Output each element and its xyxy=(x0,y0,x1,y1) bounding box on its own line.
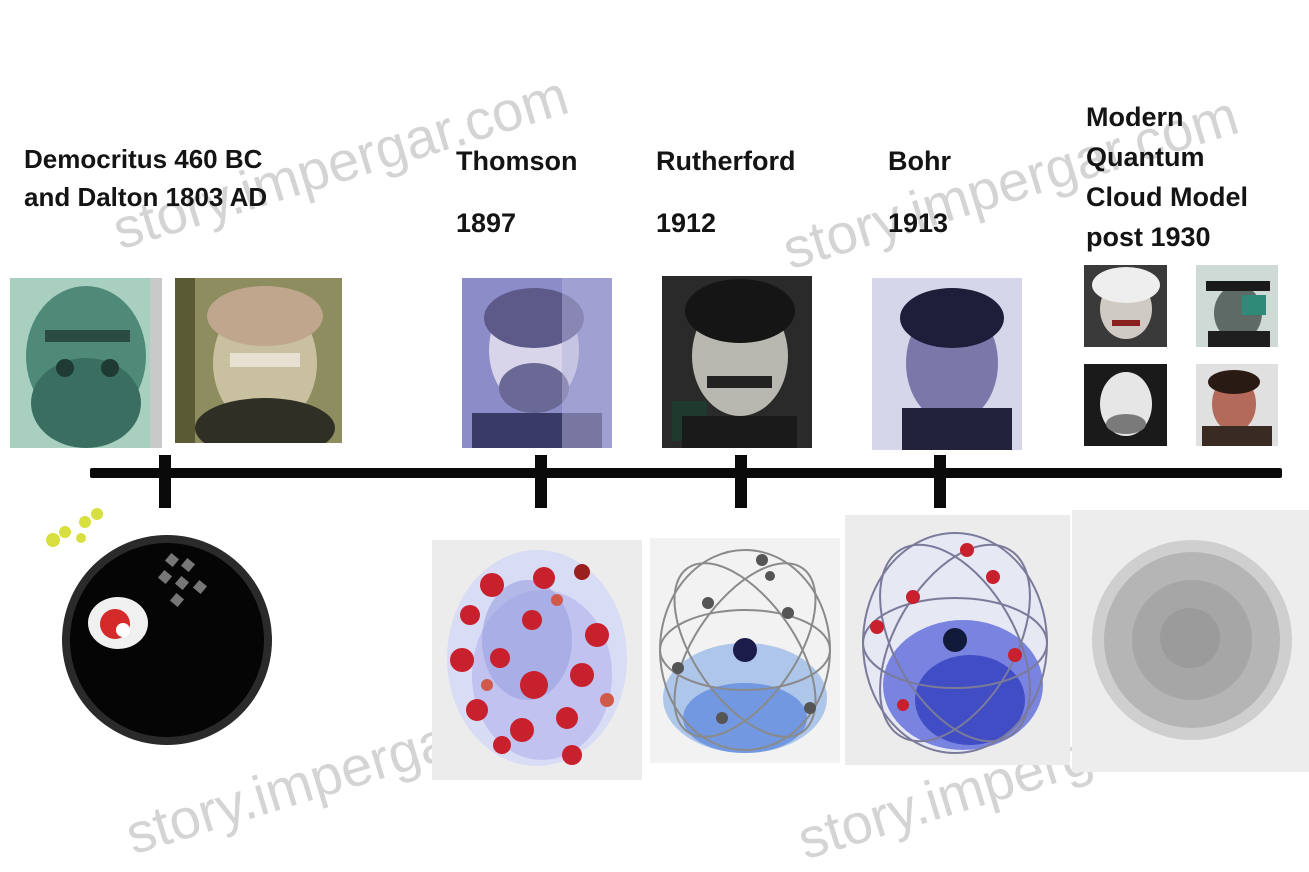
label-modern: Modern Quantum Cloud Model post 1930 xyxy=(1086,97,1248,257)
label-bohr: Bohr 1913 xyxy=(888,130,951,254)
label-rutherford: Rutherford 1912 xyxy=(656,130,795,254)
timeline-tick-bohr xyxy=(934,455,946,508)
label-democritus-dalton: Democritus 460 BC and Dalton 1803 AD xyxy=(24,140,267,216)
label-democritus-line1: Democritus 460 BC xyxy=(24,140,267,178)
timeline-axis xyxy=(90,468,1282,478)
label-modern-line4: post 1930 xyxy=(1086,217,1248,257)
label-rutherford-name: Rutherford xyxy=(656,130,795,192)
label-thomson-name: Thomson xyxy=(456,130,578,192)
portrait-democritus xyxy=(10,278,162,448)
label-modern-line1: Modern xyxy=(1086,97,1248,137)
timeline-tick-rutherford xyxy=(735,455,747,508)
portrait-rutherford xyxy=(662,276,812,448)
label-democritus-line2: and Dalton 1803 AD xyxy=(24,178,267,216)
portrait-planck xyxy=(1084,364,1167,446)
portrait-bohr xyxy=(872,278,1022,450)
timeline-tick-thomson xyxy=(535,455,547,508)
label-rutherford-year: 1912 xyxy=(656,192,795,254)
portrait-einstein xyxy=(1084,265,1167,347)
label-modern-line3: Cloud Model xyxy=(1086,177,1248,217)
rutherford-planetary-model xyxy=(650,538,840,763)
label-bohr-year: 1913 xyxy=(888,192,951,254)
dalton-solid-sphere-model xyxy=(35,500,275,765)
label-bohr-name: Bohr xyxy=(888,130,951,192)
bohr-orbit-model xyxy=(845,515,1070,765)
label-thomson: Thomson 1897 xyxy=(456,130,578,254)
thomson-plum-pudding-model xyxy=(432,540,642,780)
label-modern-line2: Quantum xyxy=(1086,137,1248,177)
portrait-schrodinger xyxy=(1196,265,1278,347)
portrait-heisenberg xyxy=(1196,364,1278,446)
portrait-dalton xyxy=(175,278,342,443)
portrait-thomson xyxy=(462,278,612,448)
label-thomson-year: 1897 xyxy=(456,192,578,254)
quantum-cloud-model xyxy=(1072,510,1309,772)
